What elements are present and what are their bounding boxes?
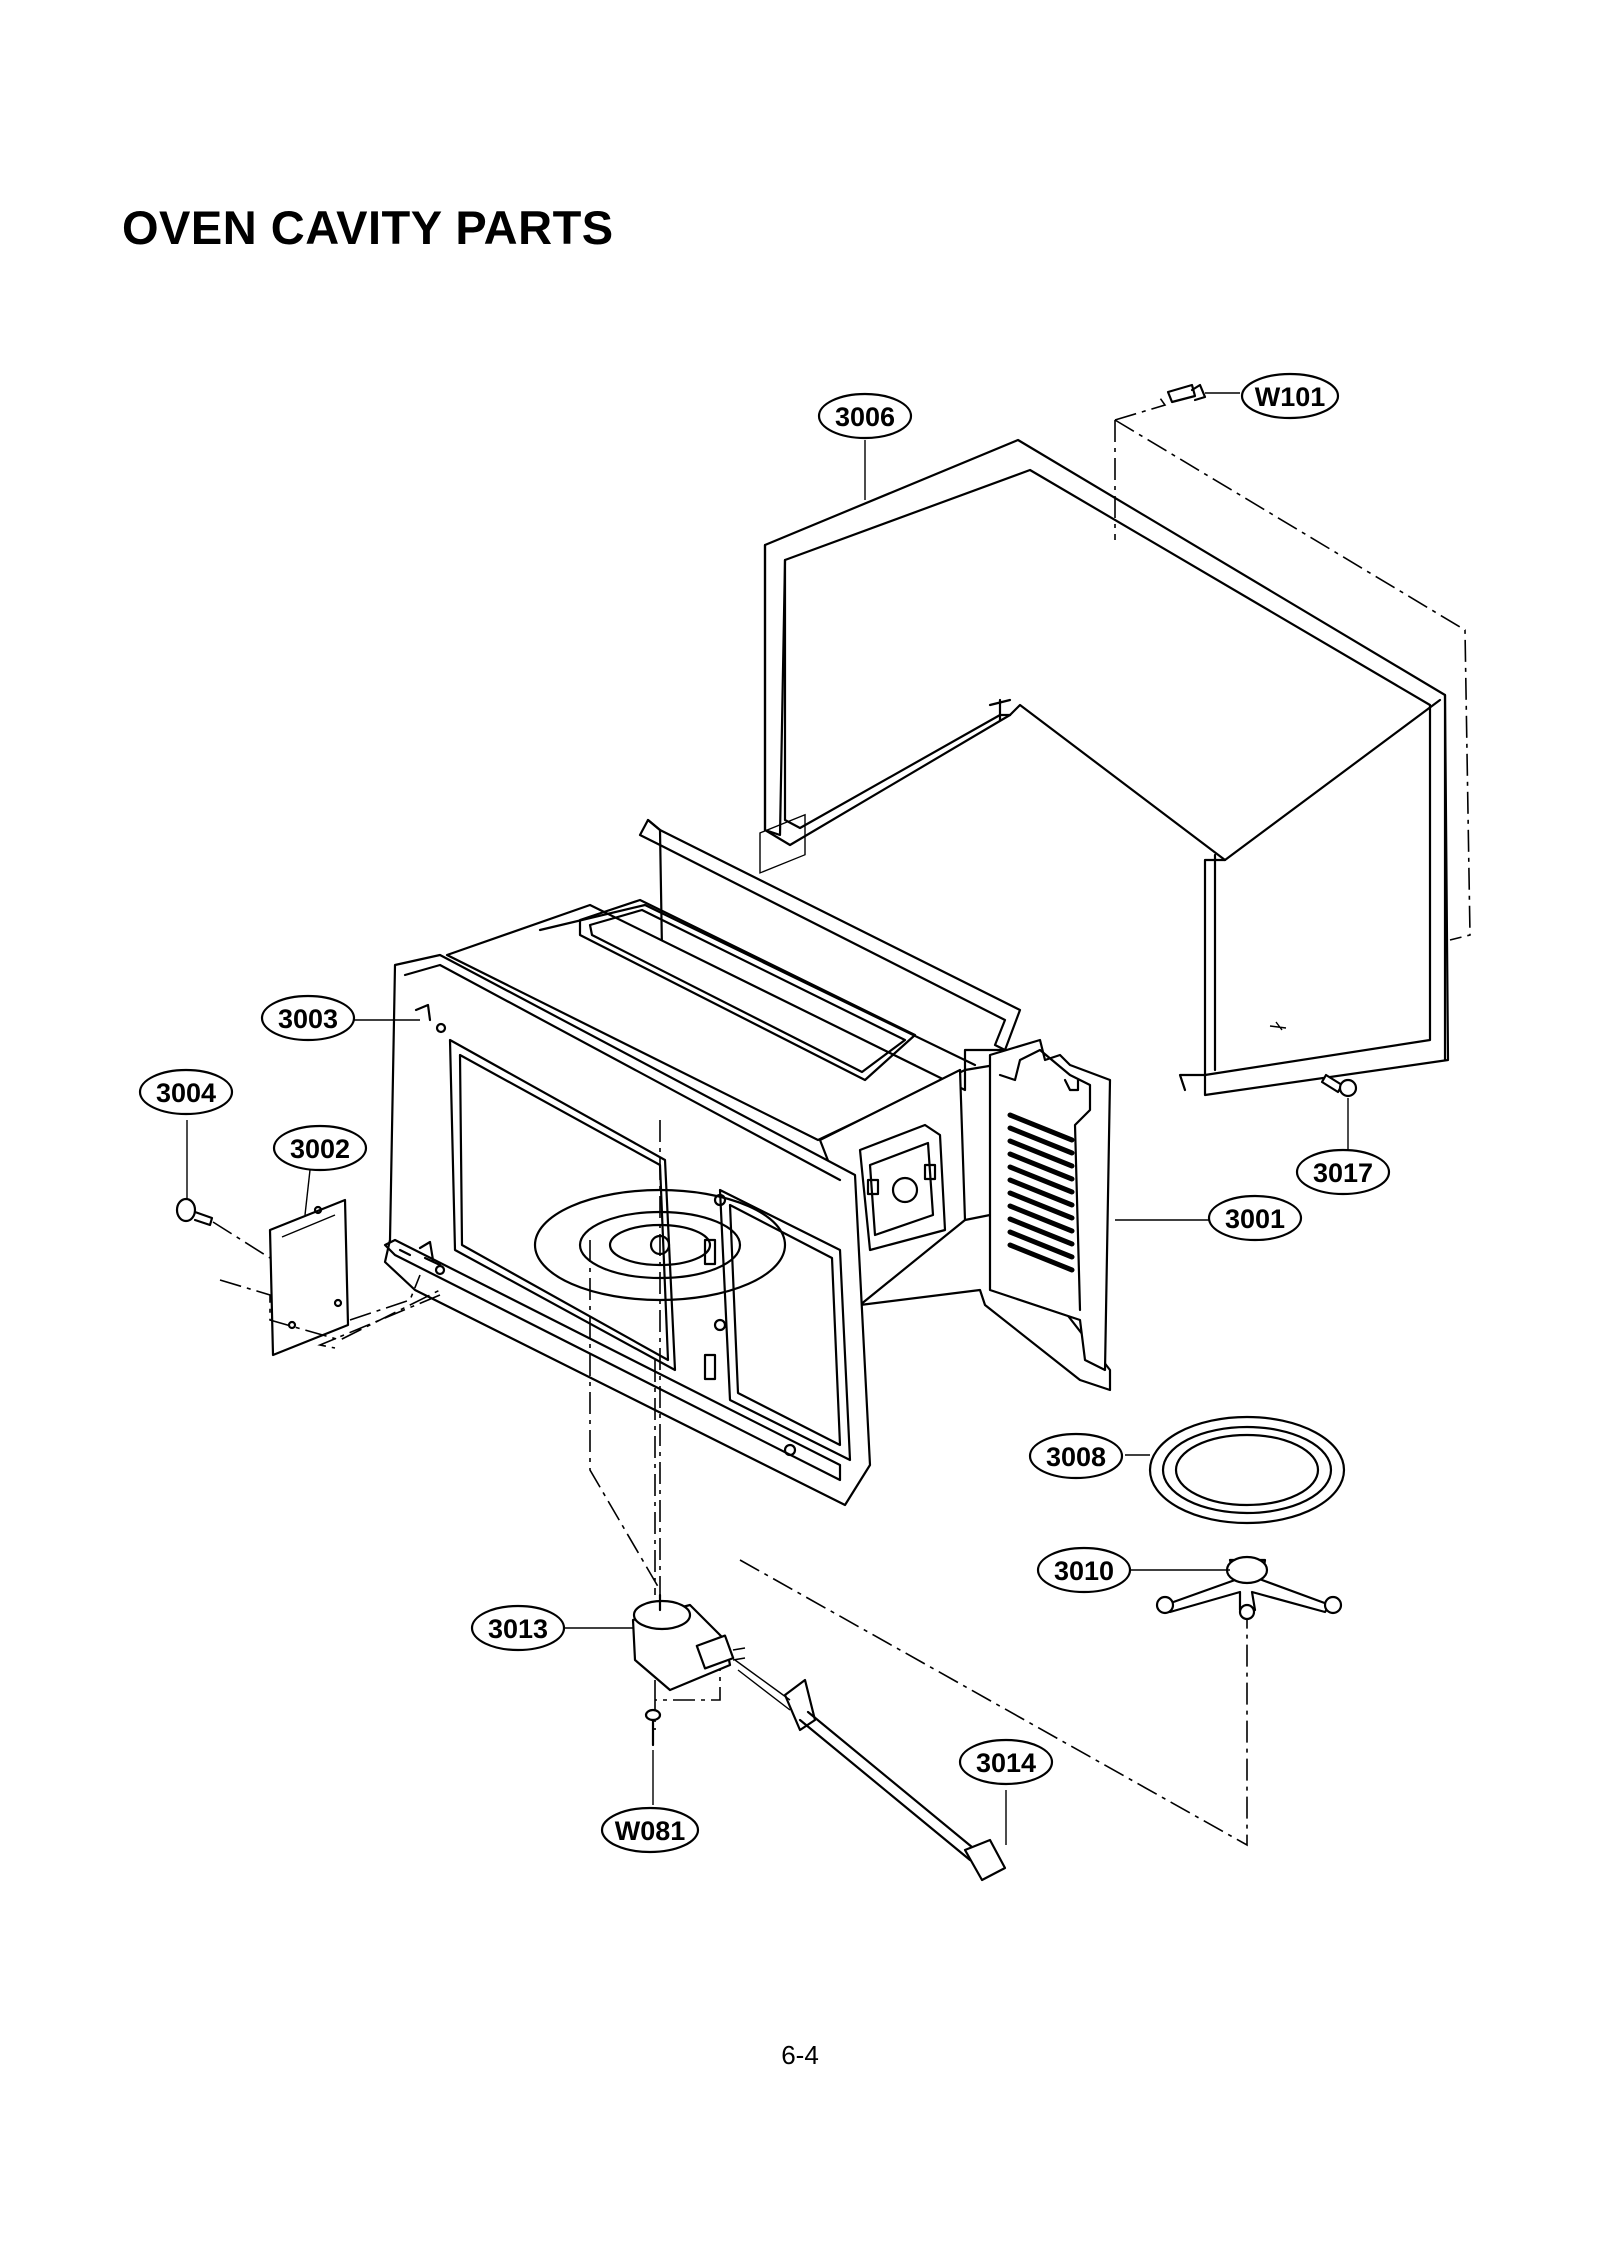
cover-plate-part xyxy=(268,1198,350,1357)
callout-3004: 3004 xyxy=(138,1068,234,1116)
callout-3013: 3013 xyxy=(470,1604,566,1652)
callout-3014: 3014 xyxy=(958,1738,1054,1786)
callout-3010: 3010 xyxy=(1036,1546,1132,1594)
case-mount-guide xyxy=(1114,397,1167,421)
screw-3004 xyxy=(175,1197,214,1227)
page-title: OVEN CAVITY PARTS xyxy=(122,201,614,254)
screw-3017 xyxy=(1269,1021,1358,1098)
case-mount-guide-2 xyxy=(1114,419,1471,941)
roller-ring-part xyxy=(1155,1555,1343,1621)
glass-tray-part xyxy=(1148,1415,1346,1525)
callout-3006: 3006 xyxy=(817,392,913,440)
callout-3017: 3017 xyxy=(1295,1148,1391,1196)
leader-lines xyxy=(186,392,1349,1845)
callout-3003: 3003 xyxy=(260,994,356,1042)
callout-3017-label: 3017 xyxy=(1313,1158,1373,1188)
outer-case-part xyxy=(763,438,1450,1097)
callout-w101: W101 xyxy=(1240,372,1340,420)
callout-3008-label: 3008 xyxy=(1046,1442,1106,1472)
callout-3008: 3008 xyxy=(1028,1432,1124,1480)
callout-3013-label: 3013 xyxy=(488,1614,548,1644)
callout-3001-label: 3001 xyxy=(1225,1204,1285,1234)
callout-3004-label: 3004 xyxy=(156,1078,216,1108)
screw-w101 xyxy=(1166,383,1207,404)
callout-w081: W081 xyxy=(600,1806,700,1854)
screw-w081 xyxy=(644,1708,662,1747)
callout-3001: 3001 xyxy=(1207,1194,1303,1242)
turntable-motor-part xyxy=(631,1593,746,1692)
cover-plate-guide xyxy=(212,1221,441,1349)
callout-3002-label: 3002 xyxy=(290,1134,350,1164)
callout-3003-label: 3003 xyxy=(278,1004,338,1034)
callout-w101-label: W101 xyxy=(1255,382,1326,412)
callout-3010-label: 3010 xyxy=(1054,1556,1114,1586)
vent-slots xyxy=(1007,1112,1075,1273)
page-number: 6-4 xyxy=(781,2040,819,2070)
callout-w081-label: W081 xyxy=(615,1816,686,1846)
wire-harness-part xyxy=(734,1659,1007,1882)
oven-cavity-part xyxy=(383,813,1112,1507)
callout-3006-label: 3006 xyxy=(835,402,895,432)
callout-3014-label: 3014 xyxy=(976,1748,1036,1778)
motor-guide xyxy=(589,1120,661,1595)
callout-3002: 3002 xyxy=(272,1124,368,1172)
